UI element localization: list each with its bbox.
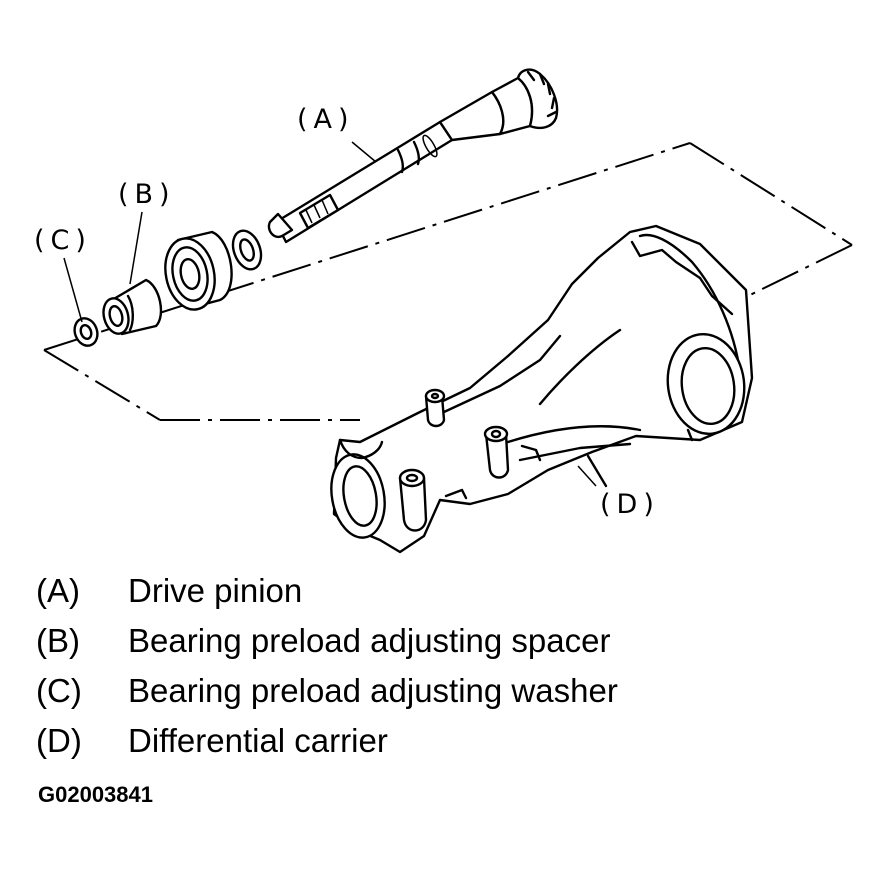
legend-description: Differential carrier (128, 722, 388, 759)
legend-description: Drive pinion (128, 572, 303, 609)
legend-item-c: (C) Bearing preload adjusting washer (36, 666, 618, 716)
roller-bearing-drawing (164, 230, 233, 311)
legend-item-b: (B) Bearing preload adjusting spacer (36, 616, 618, 666)
leader-lines (63, 141, 597, 487)
legend-key: (D) (36, 722, 82, 759)
exploded-diagram: (A) (B) (C) (D) (34, 68, 853, 554)
shim-washer-drawing (231, 229, 263, 271)
parts-legend: (A) Drive pinion (B) Bearing preload adj… (36, 566, 618, 766)
preload-washer-drawing (73, 317, 99, 347)
legend-key: (A) (36, 572, 80, 609)
callout-a-label: (A) (297, 104, 355, 135)
legend-key: (C) (36, 672, 82, 709)
legend-item-d: (D) Differential carrier (36, 716, 618, 766)
legend-key: (B) (36, 622, 80, 659)
differential-carrier-drawing (330, 224, 754, 554)
figure-id: G02003841 (38, 782, 153, 807)
assembly-plane-outline (43, 142, 853, 421)
callout-d-label: (D) (600, 489, 660, 520)
preload-spacer-drawing (102, 278, 163, 336)
callout-b-label: (B) (118, 179, 176, 210)
legend-description: Bearing preload adjusting washer (128, 672, 618, 709)
legend-description: Bearing preload adjusting spacer (128, 622, 611, 659)
legend-item-a: (A) Drive pinion (36, 566, 618, 616)
drive-pinion-drawing (267, 68, 559, 244)
callout-c-label: (C) (34, 225, 92, 256)
